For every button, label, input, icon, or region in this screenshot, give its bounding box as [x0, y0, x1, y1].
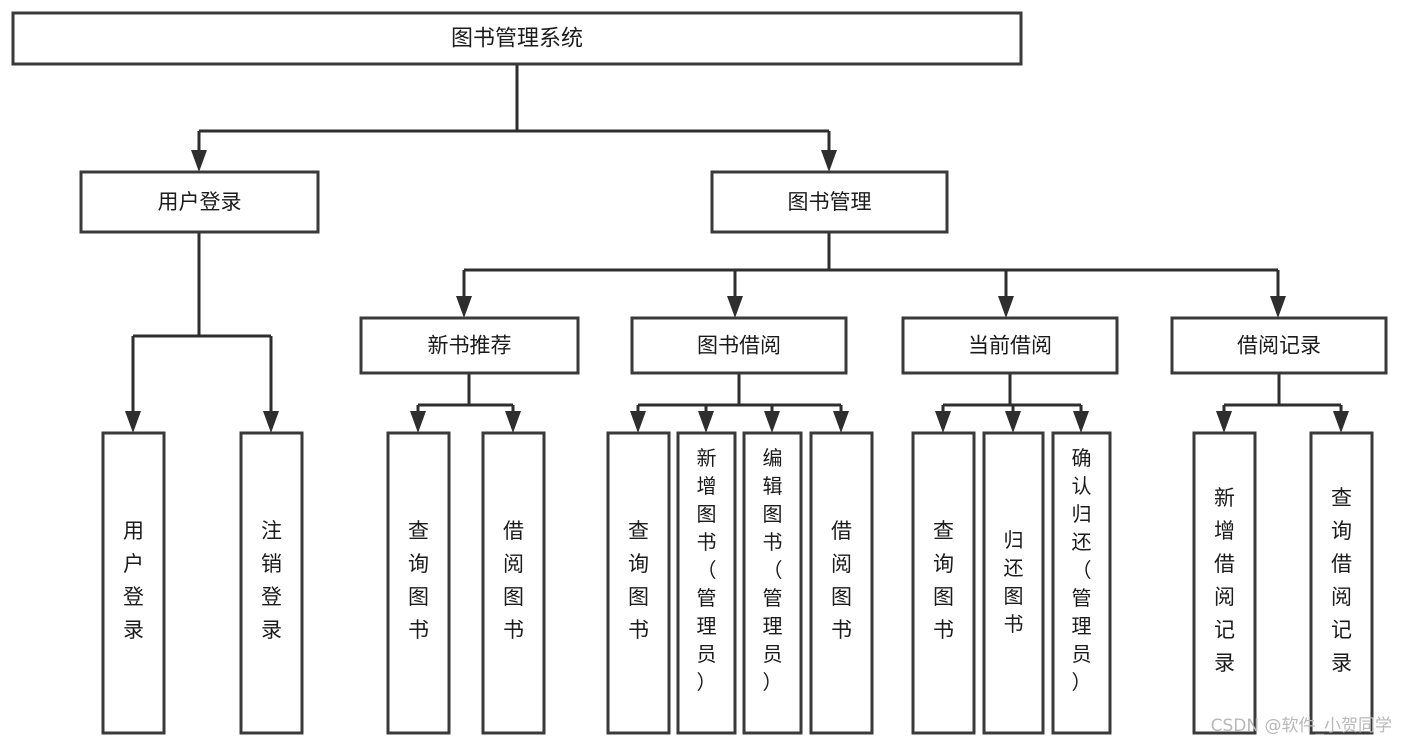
node-label-leaf-edit-book-admin: 编辑图书（管理员） — [763, 446, 783, 694]
node-box-leaf-borrow-book[interactable] — [809, 431, 874, 735]
node-label-leaf-add-borrow-record: 新增借阅记录 — [1214, 486, 1235, 675]
node-leaf-user-login[interactable]: 用户登录 — [101, 431, 166, 735]
node-layer: 图书管理系统用户登录图书管理新书推荐图书借阅当前借阅借阅记录用户登录注销登录查询… — [11, 11, 1388, 735]
node-box-root[interactable] — [11, 11, 1023, 66]
node-leaf-borrow-book[interactable]: 借阅图书 — [809, 431, 874, 735]
node-label-user-login: 用户登录 — [158, 190, 242, 214]
connector-user-login-to-leaves — [125, 232, 279, 433]
connector-book-borrow-to-leaves — [630, 373, 849, 433]
csdn-watermark: CSDN @软件_小贺同学 — [1211, 716, 1392, 736]
node-box-leaf-query-book-borrow[interactable] — [606, 431, 671, 735]
connector-layer — [125, 64, 1349, 433]
node-label-leaf-query-book-borrow: 查询图书 — [628, 519, 649, 642]
connector-new-book-recommend-to-leaves — [410, 373, 521, 433]
node-leaf-query-book-current[interactable]: 查询图书 — [911, 431, 976, 735]
node-leaf-borrow-book-recommend[interactable]: 借阅图书 — [481, 431, 546, 735]
node-label-borrow-record: 借阅记录 — [1237, 334, 1321, 358]
node-box-leaf-query-borrow-record[interactable] — [1309, 431, 1374, 735]
node-leaf-edit-book-admin[interactable]: 编辑图书（管理员） — [742, 431, 803, 735]
node-leaf-query-book-borrow[interactable]: 查询图书 — [606, 431, 671, 735]
node-label-leaf-borrow-book: 借阅图书 — [831, 519, 852, 642]
node-box-leaf-logout-login[interactable] — [239, 431, 304, 735]
node-box-borrow-record[interactable] — [1170, 316, 1388, 375]
node-label-leaf-borrow-book-recommend: 借阅图书 — [503, 519, 524, 642]
node-label-root: 图书管理系统 — [451, 27, 583, 52]
node-label-book-borrow: 图书借阅 — [697, 334, 781, 358]
node-label-leaf-add-book-admin: 新增图书（管理员） — [697, 446, 717, 694]
node-box-leaf-add-book-admin[interactable] — [676, 431, 737, 735]
node-label-leaf-query-book-recommend: 查询图书 — [408, 519, 429, 642]
node-leaf-return-book[interactable]: 归还图书 — [982, 431, 1045, 735]
node-leaf-add-borrow-record[interactable]: 新增借阅记录 — [1192, 431, 1257, 735]
node-current-borrow[interactable]: 当前借阅 — [901, 316, 1119, 375]
connector-current-borrow-to-leaves — [935, 373, 1089, 433]
connector-borrow-record-to-leaves — [1216, 373, 1349, 433]
node-box-leaf-borrow-book-recommend[interactable] — [481, 431, 546, 735]
node-box-book-borrow[interactable] — [630, 316, 848, 375]
node-box-user-login[interactable] — [79, 170, 320, 234]
connector-book-management-to-level2 — [456, 232, 1286, 318]
node-label-leaf-query-borrow-record: 查询借阅记录 — [1331, 486, 1352, 675]
node-box-leaf-user-login[interactable] — [101, 431, 166, 735]
node-box-leaf-confirm-return-admin[interactable] — [1051, 431, 1112, 735]
node-box-leaf-query-book-current[interactable] — [911, 431, 976, 735]
connector-root-to-level1 — [191, 64, 837, 172]
node-leaf-add-book-admin[interactable]: 新增图书（管理员） — [676, 431, 737, 735]
node-label-current-borrow: 当前借阅 — [968, 334, 1052, 358]
node-book-management[interactable]: 图书管理 — [710, 170, 949, 234]
node-box-leaf-add-borrow-record[interactable] — [1192, 431, 1257, 735]
node-book-borrow[interactable]: 图书借阅 — [630, 316, 848, 375]
node-box-current-borrow[interactable] — [901, 316, 1119, 375]
node-label-leaf-query-book-current: 查询图书 — [933, 519, 954, 642]
node-box-leaf-edit-book-admin[interactable] — [742, 431, 803, 735]
node-box-leaf-return-book[interactable] — [982, 431, 1045, 735]
node-box-new-book-recommend[interactable] — [359, 316, 580, 375]
node-label-book-management: 图书管理 — [788, 190, 872, 214]
node-leaf-query-book-recommend[interactable]: 查询图书 — [386, 431, 451, 735]
node-user-login[interactable]: 用户登录 — [79, 170, 320, 234]
node-label-leaf-confirm-return-admin: 确认归还（管理员） — [1072, 446, 1092, 694]
node-label-leaf-return-book: 归还图书 — [1004, 528, 1024, 636]
node-label-leaf-user-login: 用户登录 — [123, 519, 144, 642]
node-new-book-recommend[interactable]: 新书推荐 — [359, 316, 580, 375]
node-leaf-confirm-return-admin[interactable]: 确认归还（管理员） — [1051, 431, 1112, 735]
node-borrow-record[interactable]: 借阅记录 — [1170, 316, 1388, 375]
node-box-leaf-query-book-recommend[interactable] — [386, 431, 451, 735]
node-root[interactable]: 图书管理系统 — [11, 11, 1023, 66]
node-leaf-query-borrow-record[interactable]: 查询借阅记录 — [1309, 431, 1374, 735]
node-label-leaf-logout-login: 注销登录 — [261, 519, 282, 642]
node-box-book-management[interactable] — [710, 170, 949, 234]
node-leaf-logout-login[interactable]: 注销登录 — [239, 431, 304, 735]
node-label-new-book-recommend: 新书推荐 — [428, 334, 512, 358]
